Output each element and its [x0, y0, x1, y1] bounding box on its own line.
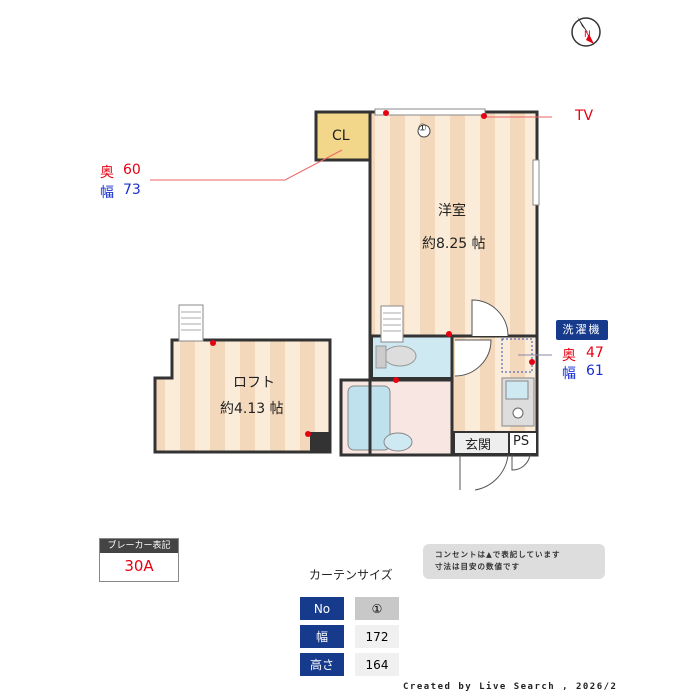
breaker-value: 30A [124, 557, 154, 575]
note-box: コンセントは▲で表記しています 寸法は目安の数値です [423, 544, 605, 579]
breaker-box: ブレーカー表記 30A [99, 538, 179, 582]
note-line-2: 寸法は目安の数値です [435, 562, 520, 571]
breaker-title: ブレーカー表記 [100, 539, 178, 553]
washer-depth-value: 47 [586, 345, 604, 361]
closet-label: CL [332, 128, 350, 144]
western-room-name: 洋室 [438, 203, 466, 219]
note-line-1: コンセントは▲で表記しています [435, 550, 561, 559]
curtain-title: カーテンサイズ [309, 568, 393, 582]
washer-depth-label: 奥 [562, 348, 576, 364]
washer-title: 洗濯機 [556, 320, 608, 340]
curtain-no-value: ① [355, 597, 399, 620]
western-room-size: 約8.25 帖 [422, 236, 486, 252]
compass-icon [568, 12, 604, 48]
fridge-depth-label: 奥 [100, 165, 114, 181]
washer-width-value: 61 [586, 363, 604, 379]
compass-north-label: N [584, 30, 591, 40]
washer-width-label: 幅 [562, 366, 576, 382]
fridge-depth-value: 60 [123, 162, 141, 178]
curtain-marker: ① [418, 123, 427, 134]
curtain-height-label: 高さ [300, 653, 344, 676]
footer-credit: Created by Live Search , 2026/2 [403, 682, 618, 692]
tv-label: TV [575, 108, 594, 124]
curtain-width-label: 幅 [300, 625, 344, 648]
loft-size: 約4.13 帖 [220, 401, 284, 417]
fridge-width-label: 幅 [100, 185, 114, 201]
curtain-width-value: 172 [355, 625, 399, 648]
curtain-no-label: No [300, 597, 344, 620]
entrance-label: 玄関 [465, 438, 492, 453]
loft-name: ロフト [233, 375, 275, 391]
curtain-height-value: 164 [355, 653, 399, 676]
ps-label: PS [513, 434, 530, 449]
fridge-width-value: 73 [123, 182, 141, 198]
